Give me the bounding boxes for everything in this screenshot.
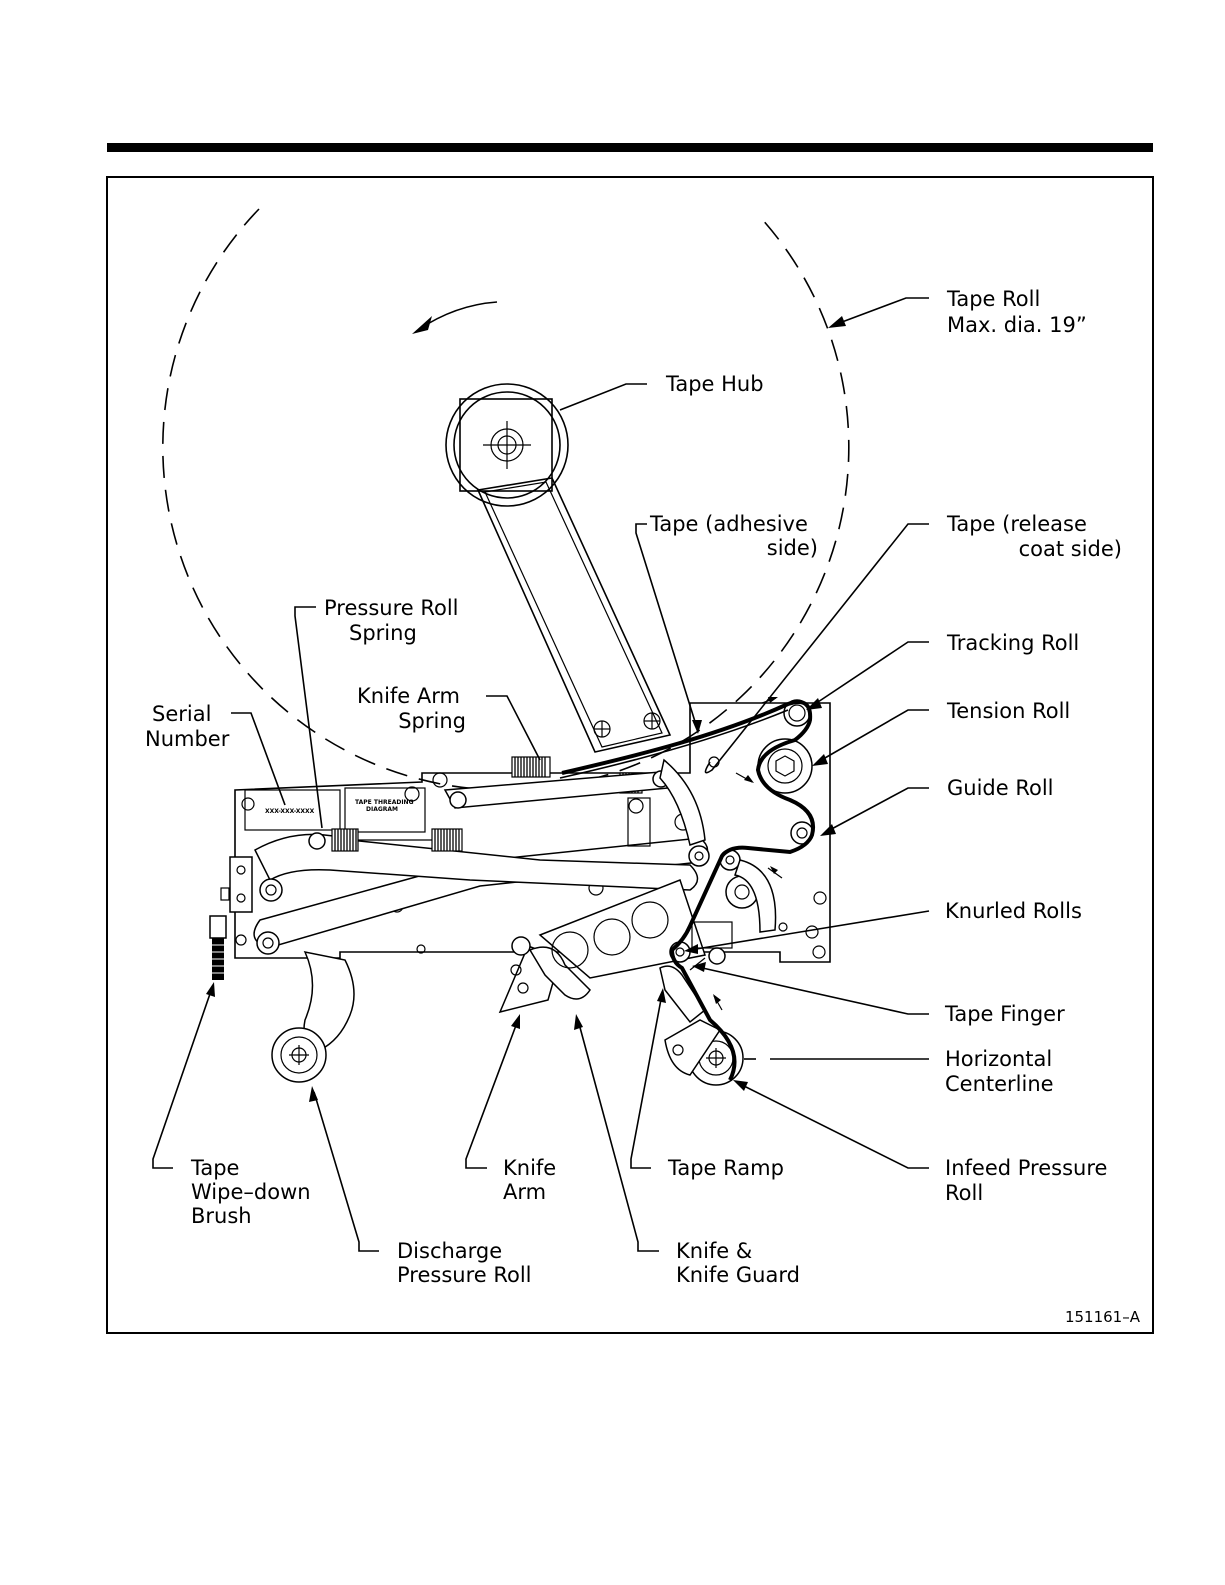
label-discharge-pressure-roll: Discharge Pressure Roll [309,1086,532,1287]
label-knife-guard-line2: Knife Guard [676,1263,800,1287]
label-tape-roll: Tape Roll Max. dia. 19” [828,287,1087,337]
label-knurled-rolls: Knurled Rolls [684,899,1082,954]
label-discharge-line2: Pressure Roll [397,1263,532,1287]
tape-hub [445,383,569,507]
rotation-arrow-head [412,316,432,334]
label-tape-hub-line1: Tape Hub [665,372,764,396]
label-tape-roll-line1: Tape Roll [946,287,1040,311]
hub-support-arm [476,477,672,753]
label-tape-release-line1: Tape (release [946,512,1087,536]
tape-finger-part [689,921,733,971]
label-knife-arm-spring-line2: Spring [398,709,466,733]
label-brush-line2: Wipe–down [191,1180,311,1204]
label-serial-number: Serial Number [145,702,286,806]
label-tape-hub: Tape Hub [559,372,764,411]
threading-plate-line2: DIAGRAM [366,806,398,813]
label-tape-release-line2: coat side) [1019,537,1122,561]
label-tape-ramp: Tape Ramp [630,988,784,1180]
header-rule [107,143,1153,152]
label-serial-number-line2: Number [145,727,230,751]
label-infeed-pressure-roll-line1: Infeed Pressure [945,1156,1107,1180]
rotation-arrow [417,301,498,331]
label-horizontal-centerline: Horizontal Centerline [744,1047,1054,1096]
wipe-down-brush [209,856,253,980]
figure-id: 151161–A [1065,1308,1141,1326]
label-tape-adhesive-line2: side) [767,536,818,560]
label-tracking-roll-line1: Tracking Roll [946,631,1079,655]
knife-body-holes [538,879,706,979]
label-knurled-rolls-line1: Knurled Rolls [945,899,1082,923]
label-tape-adhesive: Tape (adhesive side) [635,512,818,734]
label-knife-guard-line1: Knife & [676,1239,752,1263]
label-knife-arm-spring: Knife Arm Spring [357,684,541,761]
label-tracking-roll: Tracking Roll [806,631,1079,710]
tracking-roll [783,699,811,727]
tape-path [559,700,815,1081]
label-tape-release: Tape (release coat side) [704,512,1122,774]
label-tape-finger-line1: Tape Finger [944,1002,1065,1026]
label-brush-line1: Tape [190,1156,239,1180]
label-guide-roll-line1: Guide Roll [947,776,1054,800]
label-infeed-pressure-roll: Infeed Pressure Roll [733,1080,1107,1205]
threading-plate-line1: TAPE THREADING [355,799,414,806]
right-bracket [627,758,777,933]
figure-frame [106,176,1154,1334]
label-knife-arm-spring-line1: Knife Arm [357,684,460,708]
label-knife-arm-line2: Arm [503,1180,546,1204]
serial-plate: XXX-XXX-XXXX [265,808,315,815]
label-tension-roll-line1: Tension Roll [946,699,1070,723]
flow-arrows [713,697,783,1011]
label-infeed-pressure-roll-line2: Roll [945,1181,983,1205]
label-knife-arm: Knife Arm [465,1014,556,1204]
label-horizontal-centerline-line1: Horizontal [945,1047,1052,1071]
label-brush-line3: Brush [191,1204,252,1228]
discharge-roll-assembly [271,950,355,1083]
label-tape-roll-line2: Max. dia. 19” [947,313,1087,337]
label-tape-finger: Tape Finger [692,962,1065,1026]
label-tape-adhesive-line1: Tape (adhesive [649,512,808,536]
pressure-roll-arm [253,833,710,955]
brush-bristles [212,938,224,980]
label-horizontal-centerline-line2: Centerline [945,1072,1054,1096]
knife-guard [528,946,591,1000]
knife-arm-spring [443,756,670,809]
serial-placeholder: XXX-XXX-XXXX [265,808,315,815]
label-serial-number-line1: Serial [152,702,211,726]
label-guide-roll: Guide Roll [820,776,1054,836]
pressure-roll-spring [308,828,463,852]
label-pressure-roll-spring: Pressure Roll Spring [294,596,459,829]
label-knife-and-guard: Knife & Knife Guard [574,1014,800,1287]
label-pressure-roll-spring-line2: Spring [349,621,417,645]
label-tape-ramp-line1: Tape Ramp [667,1156,784,1180]
label-discharge-line1: Discharge [397,1239,502,1263]
label-tension-roll: Tension Roll [812,699,1070,766]
threading-plate: TAPE THREADING DIAGRAM [355,799,414,813]
tape-ramp-part [659,965,707,1024]
label-tape-wipe-down-brush: Tape Wipe–down Brush [152,982,311,1228]
label-knife-arm-line1: Knife [503,1156,556,1180]
label-pressure-roll-spring-line1: Pressure Roll [324,596,459,620]
